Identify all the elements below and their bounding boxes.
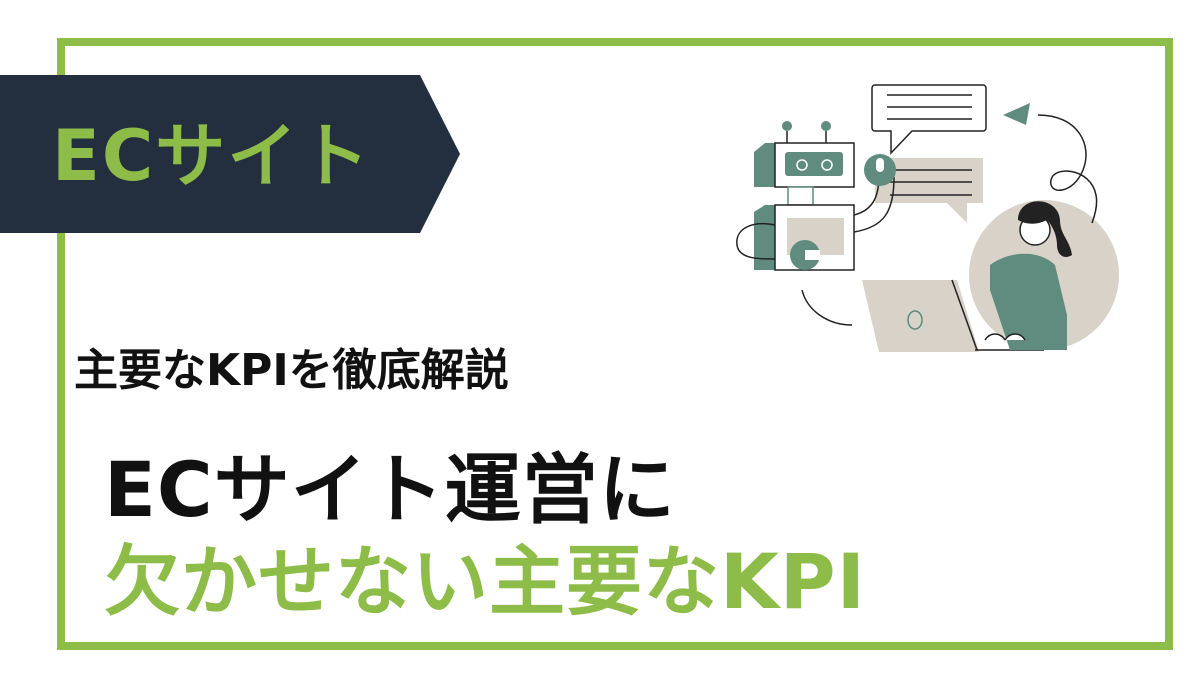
title-line-2: 欠かせない主要なKPI <box>104 537 866 626</box>
person-icon <box>990 253 1067 350</box>
category-banner <box>0 75 460 233</box>
green-frame-border <box>57 38 1173 650</box>
title-line-1: ECサイト運営に <box>104 445 676 534</box>
subtitle: 主要なKPIを徹底解説 <box>74 345 509 396</box>
reply-bubble-icon <box>875 158 983 223</box>
category-label: ECサイト <box>52 115 372 197</box>
arrow-icon <box>1003 103 1030 125</box>
